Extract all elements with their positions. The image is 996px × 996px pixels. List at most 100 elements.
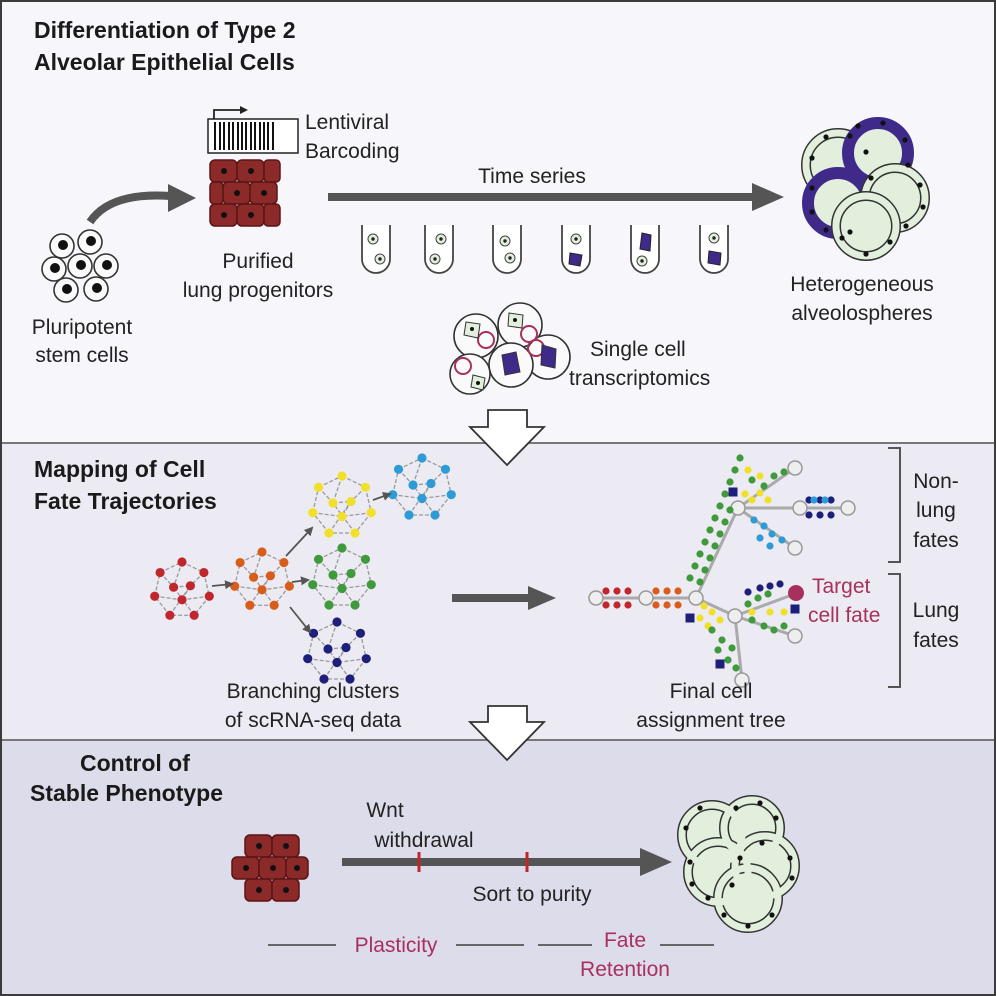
cluster-node (308, 628, 319, 638)
cluster-node (350, 528, 360, 538)
tree-cell-dot (744, 600, 752, 608)
branching-label-line2: of scRNA-seq data (225, 709, 402, 732)
cluster-node (360, 554, 371, 564)
cluster-transition-arrow (372, 492, 392, 501)
cluster-node (360, 482, 371, 492)
tree-cell-dot (728, 644, 736, 652)
tree-cell-dot (827, 496, 835, 504)
cluster-node (361, 654, 371, 664)
cluster-node (185, 581, 195, 591)
curved-arrow-head (168, 184, 196, 212)
tree-cell-dot (726, 478, 734, 486)
cluster-node (155, 567, 165, 578)
cluster-edge (312, 512, 343, 518)
tree-cell-square (715, 659, 725, 669)
tree-cell-dot (776, 580, 784, 588)
tree-node (734, 672, 750, 688)
tree-cell-dot (721, 518, 729, 526)
cluster-edge (307, 658, 338, 664)
tree-cell-dot (810, 496, 818, 504)
tree-cell-dot (766, 608, 774, 616)
progenitors-label-line1: Purified (222, 250, 293, 273)
cluster-node (337, 543, 347, 553)
branching-label-line1: Branching clusters (227, 680, 400, 703)
cluster-navy (303, 617, 371, 684)
nonlung-label-line2: lung (916, 499, 956, 522)
tree-cell-dot (701, 566, 709, 574)
cluster-node (303, 654, 313, 664)
cluster-node (337, 583, 347, 594)
cluster-node (308, 580, 318, 590)
section3-title-line2: Stable Phenotype (30, 780, 223, 806)
cluster-edge (341, 584, 372, 590)
cluster-node (328, 570, 338, 580)
tree-cell-dot (764, 590, 772, 598)
tree-cell-dot (760, 482, 768, 490)
cluster-node (150, 591, 160, 601)
cluster-red (150, 557, 214, 620)
wnt-label-line1: Wnt (366, 799, 404, 822)
flow-arrow-1 (467, 409, 547, 467)
panel-mapping-background (0, 443, 996, 740)
wnt-label-line2: withdrawal (373, 829, 473, 852)
tree-cell-dot (602, 601, 610, 609)
tube-5 (630, 225, 660, 274)
final-tree-label-line2: assignment tree (636, 709, 785, 732)
tube-2 (424, 225, 454, 274)
heterogeneous-alveolospheres (801, 117, 930, 261)
mapping-arrow-head (528, 586, 556, 610)
alveolospheres-label-line2: alveolospheres (791, 302, 932, 325)
single-cell-label-line1: Single cell (590, 338, 686, 361)
cluster-transition-arrow (289, 606, 312, 634)
lentiviral-barcode-icon (207, 106, 299, 154)
cluster-transition-arrow (211, 580, 234, 590)
tree-cell-dot (721, 490, 729, 498)
tree-cell-dot (754, 594, 762, 602)
cluster-edge (332, 475, 343, 504)
tree-cell-dot (805, 511, 813, 519)
tree-cell-dot (652, 587, 660, 595)
tree-cell-dot (741, 490, 749, 498)
tree-cell-dot (663, 587, 671, 595)
cluster-node (199, 567, 209, 578)
cluster-node (204, 591, 214, 601)
cluster-edge (234, 585, 263, 591)
tree-cell-dot (700, 602, 708, 610)
lung-label-line2: fates (913, 629, 959, 652)
tree-cell-dot (748, 496, 756, 504)
cluster-node (430, 510, 440, 520)
cluster-node (189, 610, 199, 620)
purified-progenitor-cells (209, 159, 281, 227)
tree-cell-dot (718, 636, 726, 644)
tree-node (787, 540, 803, 556)
tree-cell-dot (706, 526, 714, 534)
tree-cell-dot (708, 626, 716, 634)
tree-cell-dot (674, 587, 682, 595)
cluster-node (245, 600, 255, 610)
tree-cell-dot (766, 542, 774, 550)
tree-cell-dot (686, 574, 694, 582)
tree-node (787, 460, 803, 476)
cluster-node (337, 471, 347, 481)
tree-branch (733, 615, 744, 681)
cluster-node (249, 572, 259, 582)
cluster-node (177, 557, 187, 567)
tree-cell-dot (778, 536, 786, 544)
tree-cell-dot (805, 496, 813, 504)
tree-cell-dot (736, 454, 744, 462)
cluster-edge (154, 595, 183, 601)
cluster-node (257, 585, 267, 595)
tree-cell-dot (716, 530, 724, 538)
cluster-node (366, 508, 376, 518)
cluster-edge (261, 585, 290, 591)
pluripotent-label-line2: stem cells (35, 344, 128, 367)
tree-cell-dot (756, 584, 764, 592)
cluster-node (408, 480, 418, 490)
cluster-node (393, 464, 404, 474)
tree-cell-square (685, 613, 695, 623)
cluster-node (230, 581, 240, 591)
tube-6 (699, 225, 729, 274)
tree-cell-dot (613, 601, 621, 609)
